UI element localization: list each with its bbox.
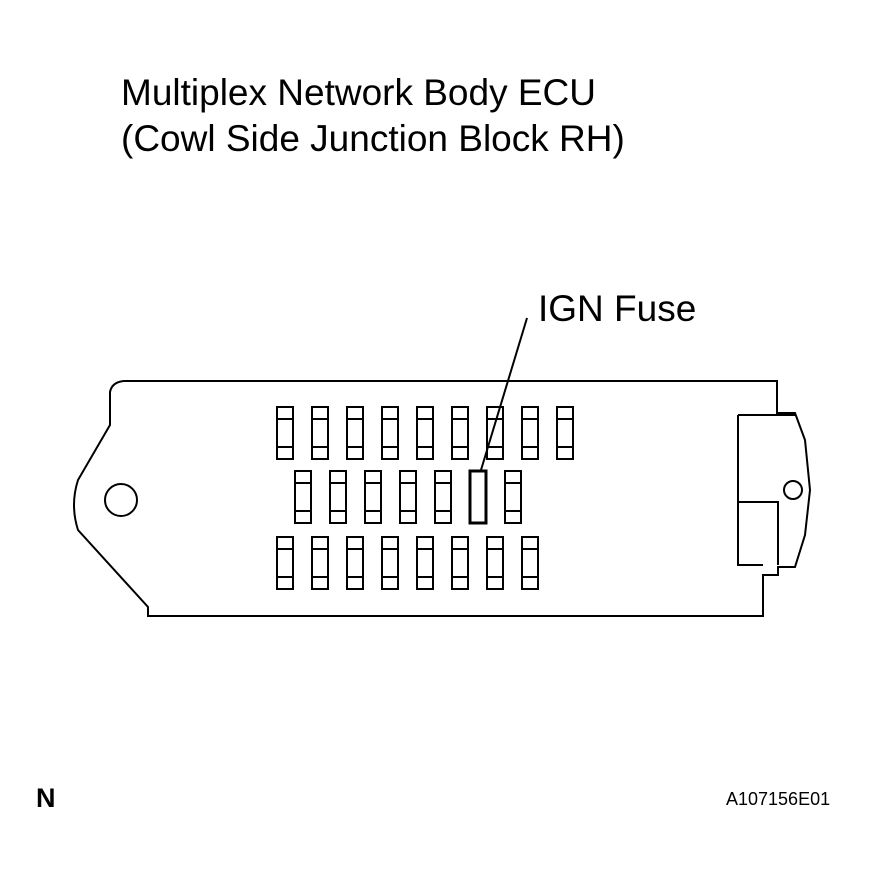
fuse-slot: [486, 406, 504, 460]
fuse-slot: [364, 470, 382, 524]
fuse-slot: [311, 536, 329, 590]
right-connector-housing: [737, 414, 795, 566]
fuse-slot: [329, 470, 347, 524]
title-line-2: (Cowl Side Junction Block RH): [121, 118, 625, 159]
junction-block-outline: [73, 380, 812, 617]
fuse-slot: [451, 406, 469, 460]
title-line-1: Multiplex Network Body ECU: [121, 72, 596, 113]
fuse-slot: [346, 536, 364, 590]
fuse-slot: [434, 470, 452, 524]
orientation-mark: N: [36, 783, 56, 813]
fuse-slot: [399, 470, 417, 524]
ign-fuse: [468, 469, 488, 525]
fuse-slot: [276, 406, 294, 460]
ign-fuse-label: IGN Fuse: [538, 288, 697, 329]
fuse-slot: [416, 536, 434, 590]
fuse-slot: [276, 536, 294, 590]
fuse-slot: [381, 536, 399, 590]
fuse-slot: [311, 406, 329, 460]
fuse-array: [276, 406, 574, 590]
fuse-slot: [521, 536, 539, 590]
figure-id: A107156E01: [726, 789, 831, 809]
right-mounting-hole: [783, 480, 803, 500]
fuse-slot: [486, 536, 504, 590]
fuse-slot: [504, 470, 522, 524]
fuse-slot: [294, 470, 312, 524]
diagram-title: Multiplex Network Body ECU (Cowl Side Ju…: [121, 70, 625, 162]
fuse-slot: [346, 406, 364, 460]
left-mounting-hole: [104, 483, 138, 517]
fuse-slot: [381, 406, 399, 460]
fuse-slot: [521, 406, 539, 460]
fuse-slot: [416, 406, 434, 460]
callout-leader-line: [480, 317, 528, 471]
fuse-slot: [451, 536, 469, 590]
fuse-slot: [556, 406, 574, 460]
